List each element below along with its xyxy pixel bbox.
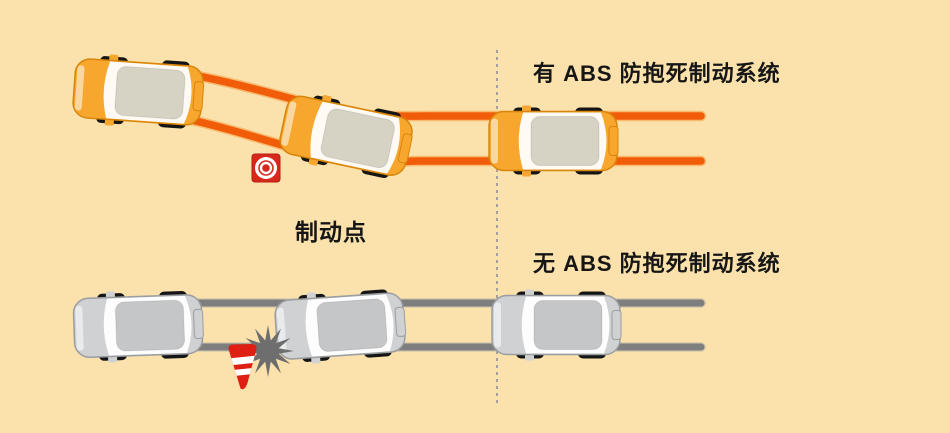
braking-point-bullseye-icon bbox=[251, 153, 281, 183]
with-abs-label: 有 ABS 防抱死制动系统 bbox=[533, 61, 781, 86]
traffic-cone-icon bbox=[228, 344, 257, 390]
abs-car-final-position bbox=[71, 51, 206, 133]
crash-starburst-icon bbox=[242, 325, 294, 377]
abs-tire-tracks bbox=[181, 69, 707, 167]
noabs-car-initial-position bbox=[491, 289, 622, 361]
noabs-car-final-position bbox=[72, 287, 205, 365]
without-abs-label: 无 ABS 防抱死制动系统 bbox=[533, 251, 781, 276]
abs-car-initial-position bbox=[488, 105, 619, 177]
abs-car-swerving bbox=[275, 87, 418, 185]
braking-point-label: 制动点 bbox=[295, 219, 367, 245]
noabs-car-crashing bbox=[273, 285, 408, 367]
